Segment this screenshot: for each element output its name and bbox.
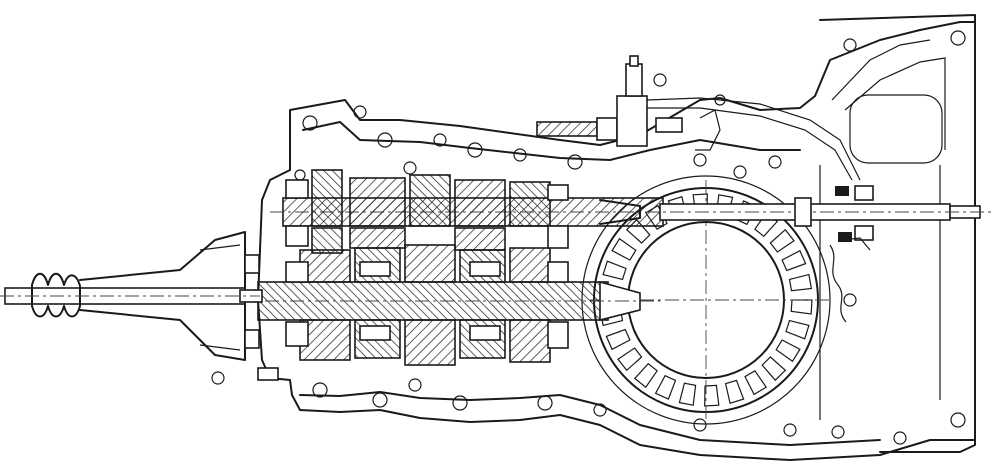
bearings (285, 179, 874, 349)
ring-window (769, 228, 795, 253)
ring-window (781, 249, 807, 272)
ring-window (788, 273, 813, 292)
ring-window (704, 384, 720, 407)
ring-window (617, 347, 643, 372)
ring-window (605, 328, 631, 351)
ring-window (744, 370, 768, 396)
ring-window (775, 339, 801, 363)
shift-mechanism (536, 55, 861, 242)
output-shaft-boot (0, 231, 263, 361)
ring-window (785, 319, 810, 340)
ring-window (678, 382, 697, 406)
side-fittings (211, 169, 306, 385)
bolt-holes (302, 30, 966, 445)
ring-window (602, 260, 627, 281)
clutch-spring (829, 237, 871, 323)
ring-window (611, 237, 637, 261)
ring-window (724, 379, 745, 404)
ring-window (761, 356, 787, 382)
ring-window (790, 299, 813, 315)
ring-window (633, 362, 658, 389)
counter-shaft (240, 280, 660, 322)
ring-window (654, 374, 677, 400)
